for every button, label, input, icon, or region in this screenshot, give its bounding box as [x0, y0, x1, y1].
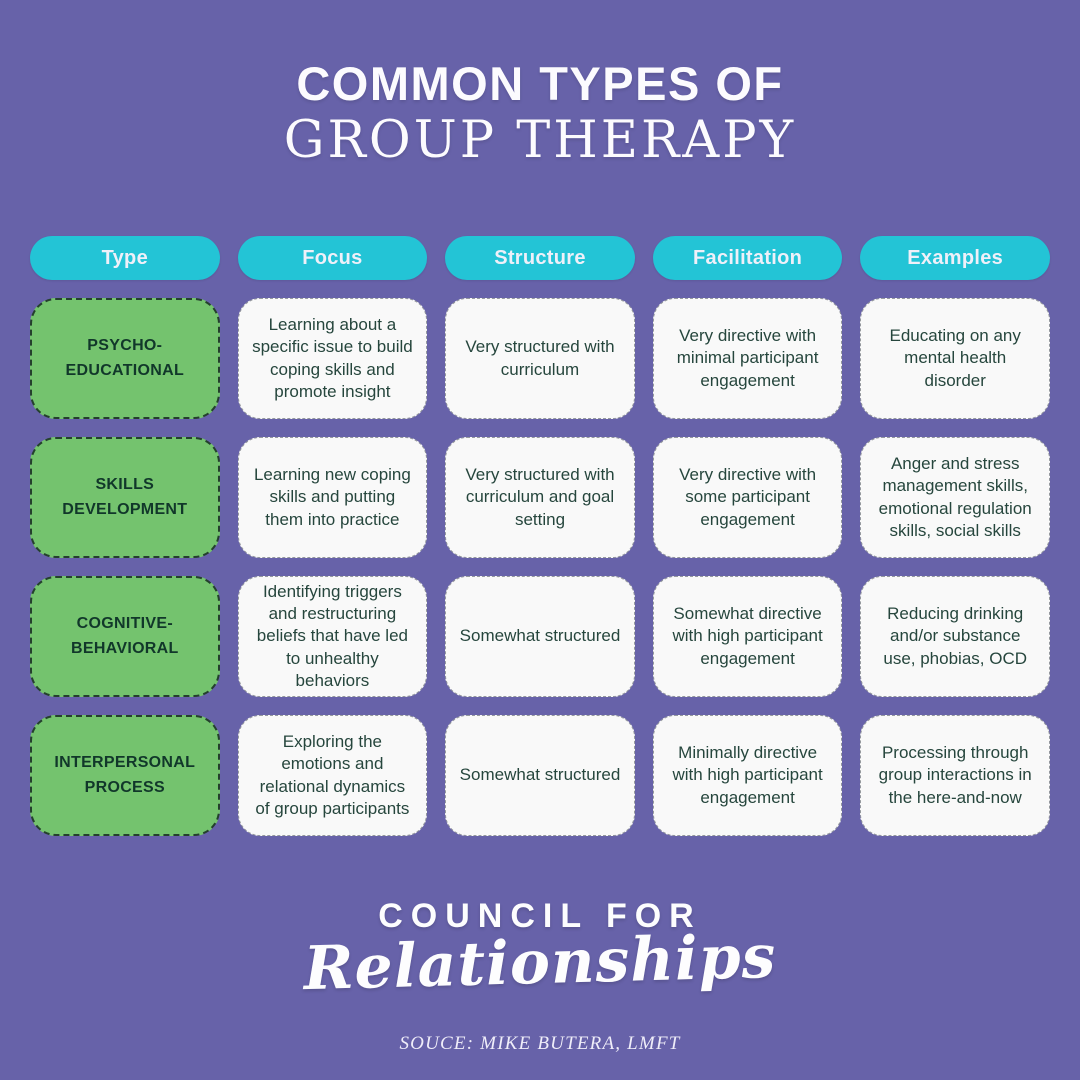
therapy-comparison-table: Type Focus Structure Facilitation Exampl… — [30, 236, 1050, 836]
row-skillsdevelopment-structure: Very structured with curriculum and goal… — [445, 437, 635, 558]
brand-name-top: COUNCIL FOR — [378, 897, 702, 935]
row-interpersonalprocess-facilitation: Minimally directive with high participan… — [652, 715, 843, 836]
column-header-structure: Structure — [445, 236, 635, 280]
row-skillsdevelopment-type: SKILLS DEVELOPMENT — [30, 437, 220, 558]
column-header-focus: Focus — [237, 236, 428, 280]
row-interpersonalprocess-focus: Exploring the emotions and relational dy… — [237, 715, 428, 836]
row-psychoeducational-structure: Very structured with curriculum — [445, 298, 635, 419]
row-skillsdevelopment-facilitation: Very directive with some participant eng… — [652, 437, 843, 558]
row-cognitivebehavioral-facilitation: Somewhat directive with high participant… — [652, 576, 843, 697]
page-title: COMMON TYPES OF GROUP THERAPY — [0, 58, 1080, 170]
row-psychoeducational-facilitation: Very directive with minimal participant … — [652, 298, 843, 419]
brand-logo: COUNCIL FOR Relationships — [0, 897, 1080, 1004]
column-header-examples: Examples — [860, 236, 1050, 280]
row-interpersonalprocess-structure: Somewhat structured — [445, 715, 635, 836]
row-psychoeducational-focus: Learning about a specific issue to build… — [237, 298, 428, 419]
row-cognitivebehavioral-examples: Reducing drinking and/or substance use, … — [860, 576, 1050, 697]
row-skillsdevelopment-examples: Anger and stress management skills, emot… — [860, 437, 1050, 558]
row-psychoeducational-type: PSYCHO-EDUCATIONAL — [30, 298, 220, 419]
row-interpersonalprocess-examples: Processing through group interactions in… — [860, 715, 1050, 836]
title-line-1: COMMON TYPES OF — [296, 57, 784, 110]
row-interpersonalprocess-type: INTERPERSONAL PROCESS — [30, 715, 220, 836]
row-cognitivebehavioral-type: COGNITIVE-BEHAVIORAL — [30, 576, 220, 697]
column-header-type: Type — [30, 236, 220, 280]
row-cognitivebehavioral-structure: Somewhat structured — [445, 576, 635, 697]
row-cognitivebehavioral-focus: Identifying triggers and restructuring b… — [237, 576, 428, 697]
row-skillsdevelopment-focus: Learning new coping skills and putting t… — [237, 437, 428, 558]
source-attribution: SOUCE: MIKE BUTERA, LMFT — [399, 1033, 681, 1054]
title-line-2: GROUP THERAPY — [283, 110, 797, 170]
row-psychoeducational-examples: Educating on any mental health disorder — [860, 298, 1050, 419]
column-header-facilitation: Facilitation — [652, 236, 843, 280]
